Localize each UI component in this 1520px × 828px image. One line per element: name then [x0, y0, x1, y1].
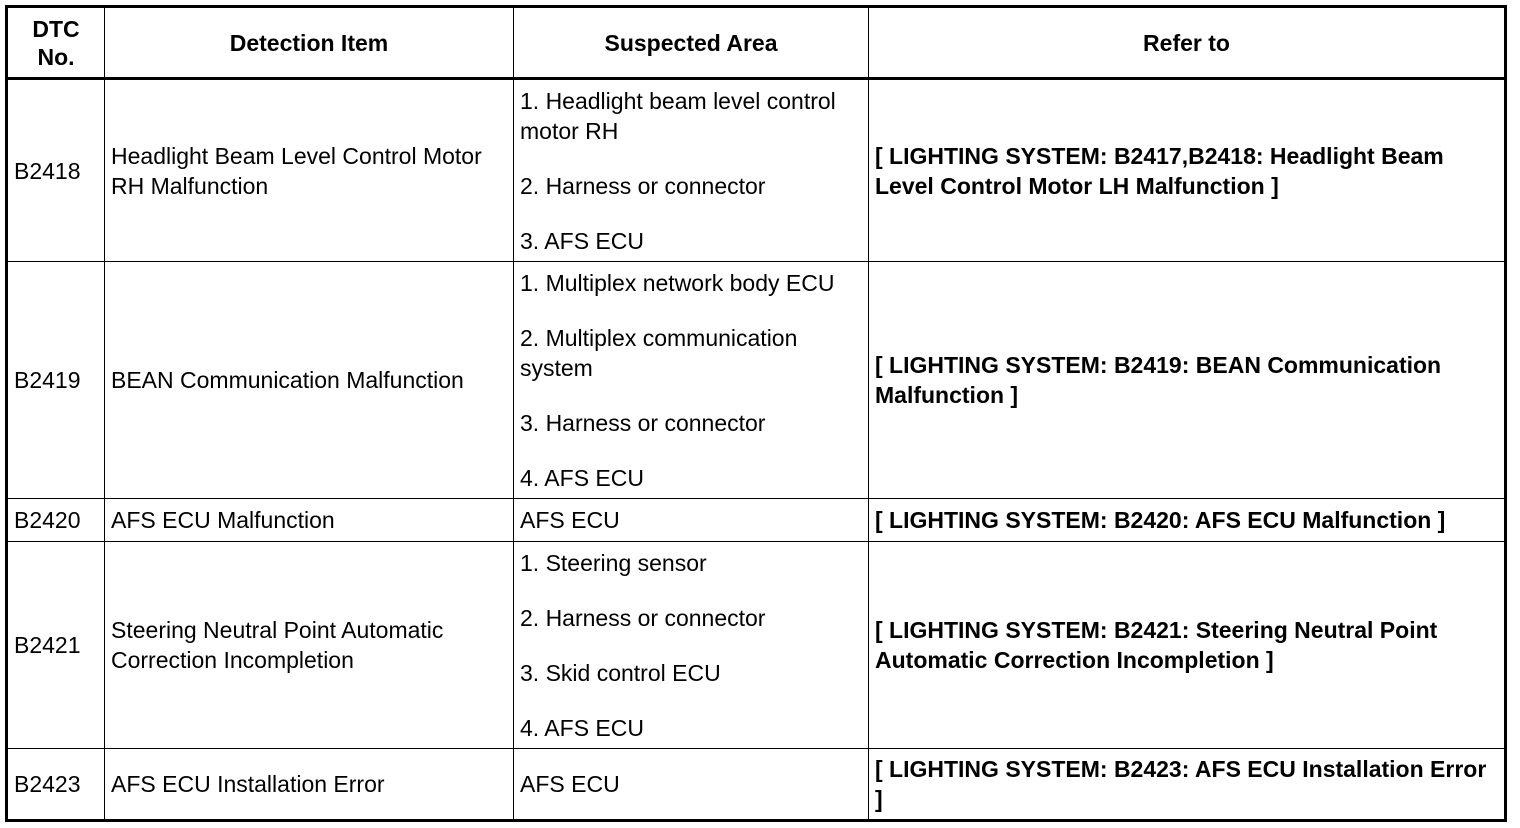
dtc-code: B2418 — [6, 78, 105, 262]
table-row: B2423 AFS ECU Installation Error AFS ECU… — [6, 748, 1506, 821]
suspected-area-item: 2. Harness or connector — [520, 604, 766, 631]
dtc-code: B2421 — [6, 541, 105, 749]
header-detection-item: Detection Item — [104, 6, 514, 80]
refer-to-link[interactable]: [ LIGHTING SYSTEM: B2419: BEAN Communica… — [868, 261, 1506, 499]
header-row: DTC No. Detection Item Suspected Area Re… — [6, 6, 1506, 80]
table-body: B2418 Headlight Beam Level Control Motor… — [6, 78, 1506, 821]
suspected-area: 1. Headlight beam level control motor RH… — [513, 78, 869, 262]
table-row: B2419 BEAN Communication Malfunction 1. … — [6, 261, 1506, 499]
suspected-area-item: 3. Skid control ECU — [520, 659, 721, 686]
suspected-area: AFS ECU — [513, 498, 869, 542]
table-header: DTC No. Detection Item Suspected Area Re… — [6, 6, 1506, 80]
detection-item: BEAN Communication Malfunction — [104, 261, 514, 499]
suspected-area-item: 3. AFS ECU — [520, 227, 644, 254]
suspected-area-item: 1. Headlight beam level control motor RH — [520, 87, 836, 144]
header-suspected-area: Suspected Area — [513, 6, 869, 80]
suspected-area-item: 3. Harness or connector — [520, 409, 766, 436]
detection-item: AFS ECU Installation Error — [104, 748, 514, 821]
suspected-area-list: 1. Headlight beam level control motor RH… — [520, 86, 862, 256]
table-row: B2418 Headlight Beam Level Control Motor… — [6, 78, 1506, 262]
table-row: B2420 AFS ECU Malfunction AFS ECU [ LIGH… — [6, 498, 1506, 542]
suspected-area: 1. Multiplex network body ECU 2. Multipl… — [513, 261, 869, 499]
header-dtc-no: DTC No. — [6, 6, 105, 80]
dtc-code: B2423 — [6, 748, 105, 821]
suspected-area-item: 2. Multiplex communication system — [520, 324, 798, 381]
suspected-area-list: 1. Steering sensor 2. Harness or connect… — [520, 548, 862, 743]
suspected-area-item: 4. AFS ECU — [520, 714, 644, 741]
suspected-area: 1. Steering sensor 2. Harness or connect… — [513, 541, 869, 749]
suspected-area-item: 1. Steering sensor — [520, 549, 707, 576]
table-row: B2421 Steering Neutral Point Automatic C… — [6, 541, 1506, 749]
dtc-code: B2419 — [6, 261, 105, 499]
detection-item: Headlight Beam Level Control Motor RH Ma… — [104, 78, 514, 262]
refer-to-link[interactable]: [ LIGHTING SYSTEM: B2420: AFS ECU Malfun… — [868, 498, 1506, 542]
dtc-table: DTC No. Detection Item Suspected Area Re… — [5, 5, 1507, 822]
detection-item: AFS ECU Malfunction — [104, 498, 514, 542]
suspected-area-item: 2. Harness or connector — [520, 172, 766, 199]
dtc-code: B2420 — [6, 498, 105, 542]
suspected-area: AFS ECU — [513, 748, 869, 821]
refer-to-link[interactable]: [ LIGHTING SYSTEM: B2423: AFS ECU Instal… — [868, 748, 1506, 821]
suspected-area-item: 1. Multiplex network body ECU — [520, 269, 835, 296]
suspected-area-list: 1. Multiplex network body ECU 2. Multipl… — [520, 268, 862, 493]
suspected-area-item: 4. AFS ECU — [520, 464, 644, 491]
refer-to-link[interactable]: [ LIGHTING SYSTEM: B2417,B2418: Headligh… — [868, 78, 1506, 262]
header-refer-to: Refer to — [868, 6, 1506, 80]
refer-to-link[interactable]: [ LIGHTING SYSTEM: B2421: Steering Neutr… — [868, 541, 1506, 749]
detection-item: Steering Neutral Point Automatic Correct… — [104, 541, 514, 749]
